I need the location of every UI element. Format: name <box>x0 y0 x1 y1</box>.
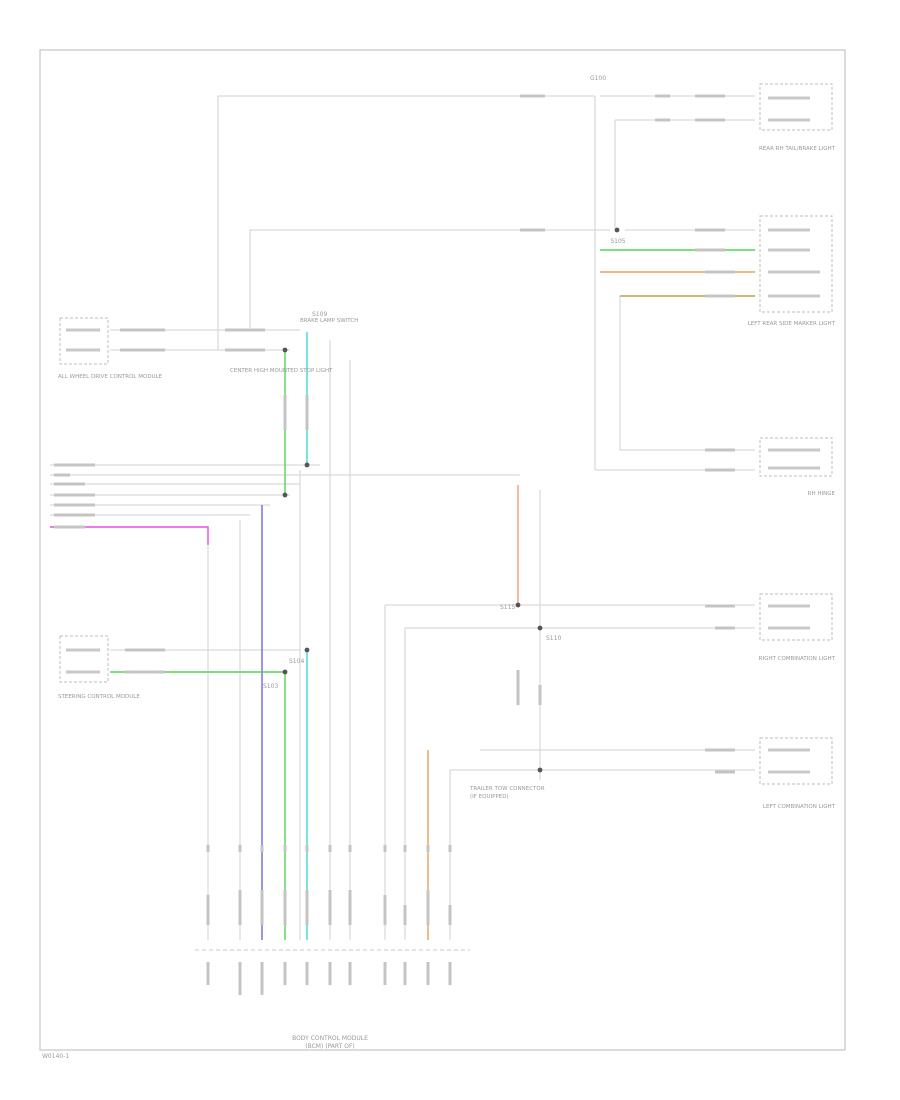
right-connectors <box>759 83 833 785</box>
node-labels: G100 S105 S109 S115 S110 S104 S103 <box>263 75 626 690</box>
label-trailer-tow: TRAILER TOW CONNECTOR <box>469 786 545 792</box>
label-brake-switch: BRAKE LAMP SWITCH <box>300 318 358 324</box>
node-s115: S115 <box>500 604 515 611</box>
label-body-ctrl: BODY CONTROL MODULE <box>292 1035 368 1042</box>
bcm-pins <box>206 962 452 995</box>
label-chmsl: CENTER HIGH MOUNTED STOP LIGHT <box>230 368 333 374</box>
label-rr-lamp: REAR RH TAIL/BRAKE LIGHT <box>759 146 836 152</box>
colored-wires <box>50 249 755 940</box>
vertical-wire-labels <box>206 395 542 925</box>
diagram-border <box>39 49 846 1051</box>
node-s110: S110 <box>546 635 561 642</box>
label-trailer-tow-sub: (IF EQUIPPED) <box>470 794 509 800</box>
label-steering-module: STEERING CONTROL MODULE <box>58 694 140 700</box>
left-connectors <box>59 317 109 683</box>
node-s104: S104 <box>289 658 304 665</box>
wire-green-lower <box>110 671 286 940</box>
component-labels: REAR RH TAIL/BRAKE LIGHT LEFT REAR SIDE … <box>58 146 836 1050</box>
wire-magenta <box>50 526 209 545</box>
grey-wires <box>50 95 755 940</box>
node-s103: S103 <box>263 683 278 690</box>
wire-labels <box>54 94 735 774</box>
node-s105: S105 <box>610 238 625 245</box>
splices <box>282 227 620 773</box>
node-s109: S109 <box>312 311 327 318</box>
node-g100: G100 <box>590 75 606 82</box>
label-rh-combo: RIGHT COMBINATION LIGHT <box>759 656 836 662</box>
label-rh-hinge: RH HINGE <box>808 491 836 497</box>
label-lh-combo: LEFT COMBINATION LIGHT <box>763 804 836 810</box>
label-all-wheel: ALL WHEEL DRIVE CONTROL MODULE <box>58 374 163 380</box>
label-lr-lamp: LEFT REAR SIDE MARKER LIGHT <box>748 321 836 327</box>
label-body-ctrl-sub: (BCM) (PART OF) <box>305 1043 354 1050</box>
footer-code: W0140-1 <box>42 1053 69 1060</box>
